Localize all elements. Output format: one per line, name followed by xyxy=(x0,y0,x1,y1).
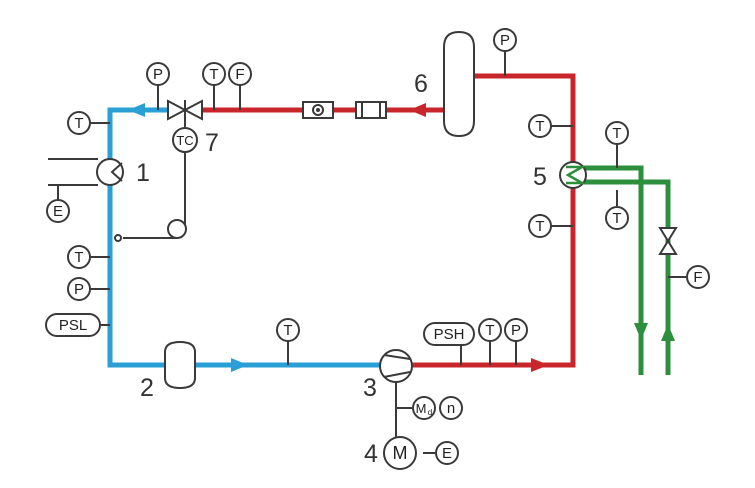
svg-text:T: T xyxy=(74,249,83,266)
flow-arrow-suction-line xyxy=(128,103,145,117)
svg-text:P: P xyxy=(500,32,510,49)
low-pressure-switch: PSL xyxy=(45,313,101,337)
svg-text:T: T xyxy=(535,218,544,235)
energy-meter-evaporator: E xyxy=(46,199,70,223)
temperature-sensor-receiver-outlet: T xyxy=(276,318,300,342)
temperature-sensor-condenser-outlet: T xyxy=(528,114,552,138)
svg-text:T: T xyxy=(612,125,621,142)
svg-text:n: n xyxy=(447,400,455,417)
flow-arrow-water-outlet xyxy=(634,323,648,340)
water-inlet-pipe xyxy=(583,179,671,375)
temperature-sensor-water-inlet: T xyxy=(605,206,629,230)
temperature-sensor-suction: T xyxy=(67,245,91,269)
component-number-6: 6 xyxy=(414,70,428,98)
evaporator xyxy=(96,158,124,186)
component-number-4: 4 xyxy=(364,440,378,468)
pressure-sensor-valve-outlet: P xyxy=(146,62,170,86)
svg-text:F: F xyxy=(693,269,702,286)
flow-arrow-receiver-outlet xyxy=(231,358,248,372)
svg-text:T: T xyxy=(283,322,292,339)
svg-text:P: P xyxy=(511,322,521,339)
svg-text:d: d xyxy=(428,408,432,417)
svg-text:T: T xyxy=(485,322,494,339)
torque-sensor: M d xyxy=(412,396,436,420)
temperature-sensor-discharge: T xyxy=(478,318,502,342)
flow-arrow-liquid-line xyxy=(409,103,426,117)
water-outlet-pipe xyxy=(583,165,644,375)
svg-text:PSL: PSL xyxy=(59,317,87,334)
instrument-lines xyxy=(48,50,686,454)
condenser xyxy=(559,161,587,189)
component-number-7: 7 xyxy=(205,129,219,157)
speed-sensor: n xyxy=(439,396,463,420)
svg-text:T: T xyxy=(74,115,83,132)
svg-text:E: E xyxy=(53,203,63,220)
temperature-sensor-evaporator-outlet: T xyxy=(67,111,91,135)
svg-text:T: T xyxy=(612,210,621,227)
svg-text:PSH: PSH xyxy=(434,326,465,343)
svg-text:F: F xyxy=(235,66,244,83)
component-number-5: 5 xyxy=(533,163,547,191)
expansion-valve xyxy=(167,99,203,121)
flow-meter-liquid-line: F xyxy=(228,62,252,86)
water-valve xyxy=(658,227,678,255)
flow-arrow-water-inlet xyxy=(661,324,675,341)
temperature-sensor-condenser-inlet: T xyxy=(528,214,552,238)
energy-meter-motor: E xyxy=(435,441,459,465)
component-number-2: 2 xyxy=(140,374,154,402)
component-number-3: 3 xyxy=(363,374,377,402)
sensor-tap xyxy=(114,234,122,242)
separator-vessel xyxy=(443,30,475,138)
svg-text:TC: TC xyxy=(176,133,193,148)
pressure-sensor-suction: P xyxy=(67,277,91,301)
svg-text:T: T xyxy=(209,66,218,83)
svg-text:P: P xyxy=(74,281,84,298)
motor-label: M xyxy=(393,443,408,463)
component-number-1: 1 xyxy=(136,159,150,187)
svg-text:E: E xyxy=(442,445,452,462)
high-pressure-switch: PSH xyxy=(423,322,475,346)
thermal-bulb xyxy=(167,219,187,239)
svg-text:P: P xyxy=(153,66,163,83)
temperature-controller: TC xyxy=(172,127,198,153)
temperature-sensor-liquid-line: T xyxy=(202,62,226,86)
flow-meter-water: F xyxy=(686,265,710,289)
flow-arrow-discharge-line xyxy=(531,358,549,372)
temperature-sensor-water-outlet: T xyxy=(605,121,629,145)
pressure-sensor-separator: P xyxy=(493,28,517,52)
pressure-sensor-discharge: P xyxy=(504,318,528,342)
sight-glass xyxy=(302,101,334,119)
svg-text:T: T xyxy=(535,118,544,135)
receiver-vessel xyxy=(164,340,196,390)
filter-drier xyxy=(355,101,387,119)
motor: M xyxy=(383,436,417,470)
compressor xyxy=(379,349,413,383)
svg-text:M: M xyxy=(416,401,427,416)
